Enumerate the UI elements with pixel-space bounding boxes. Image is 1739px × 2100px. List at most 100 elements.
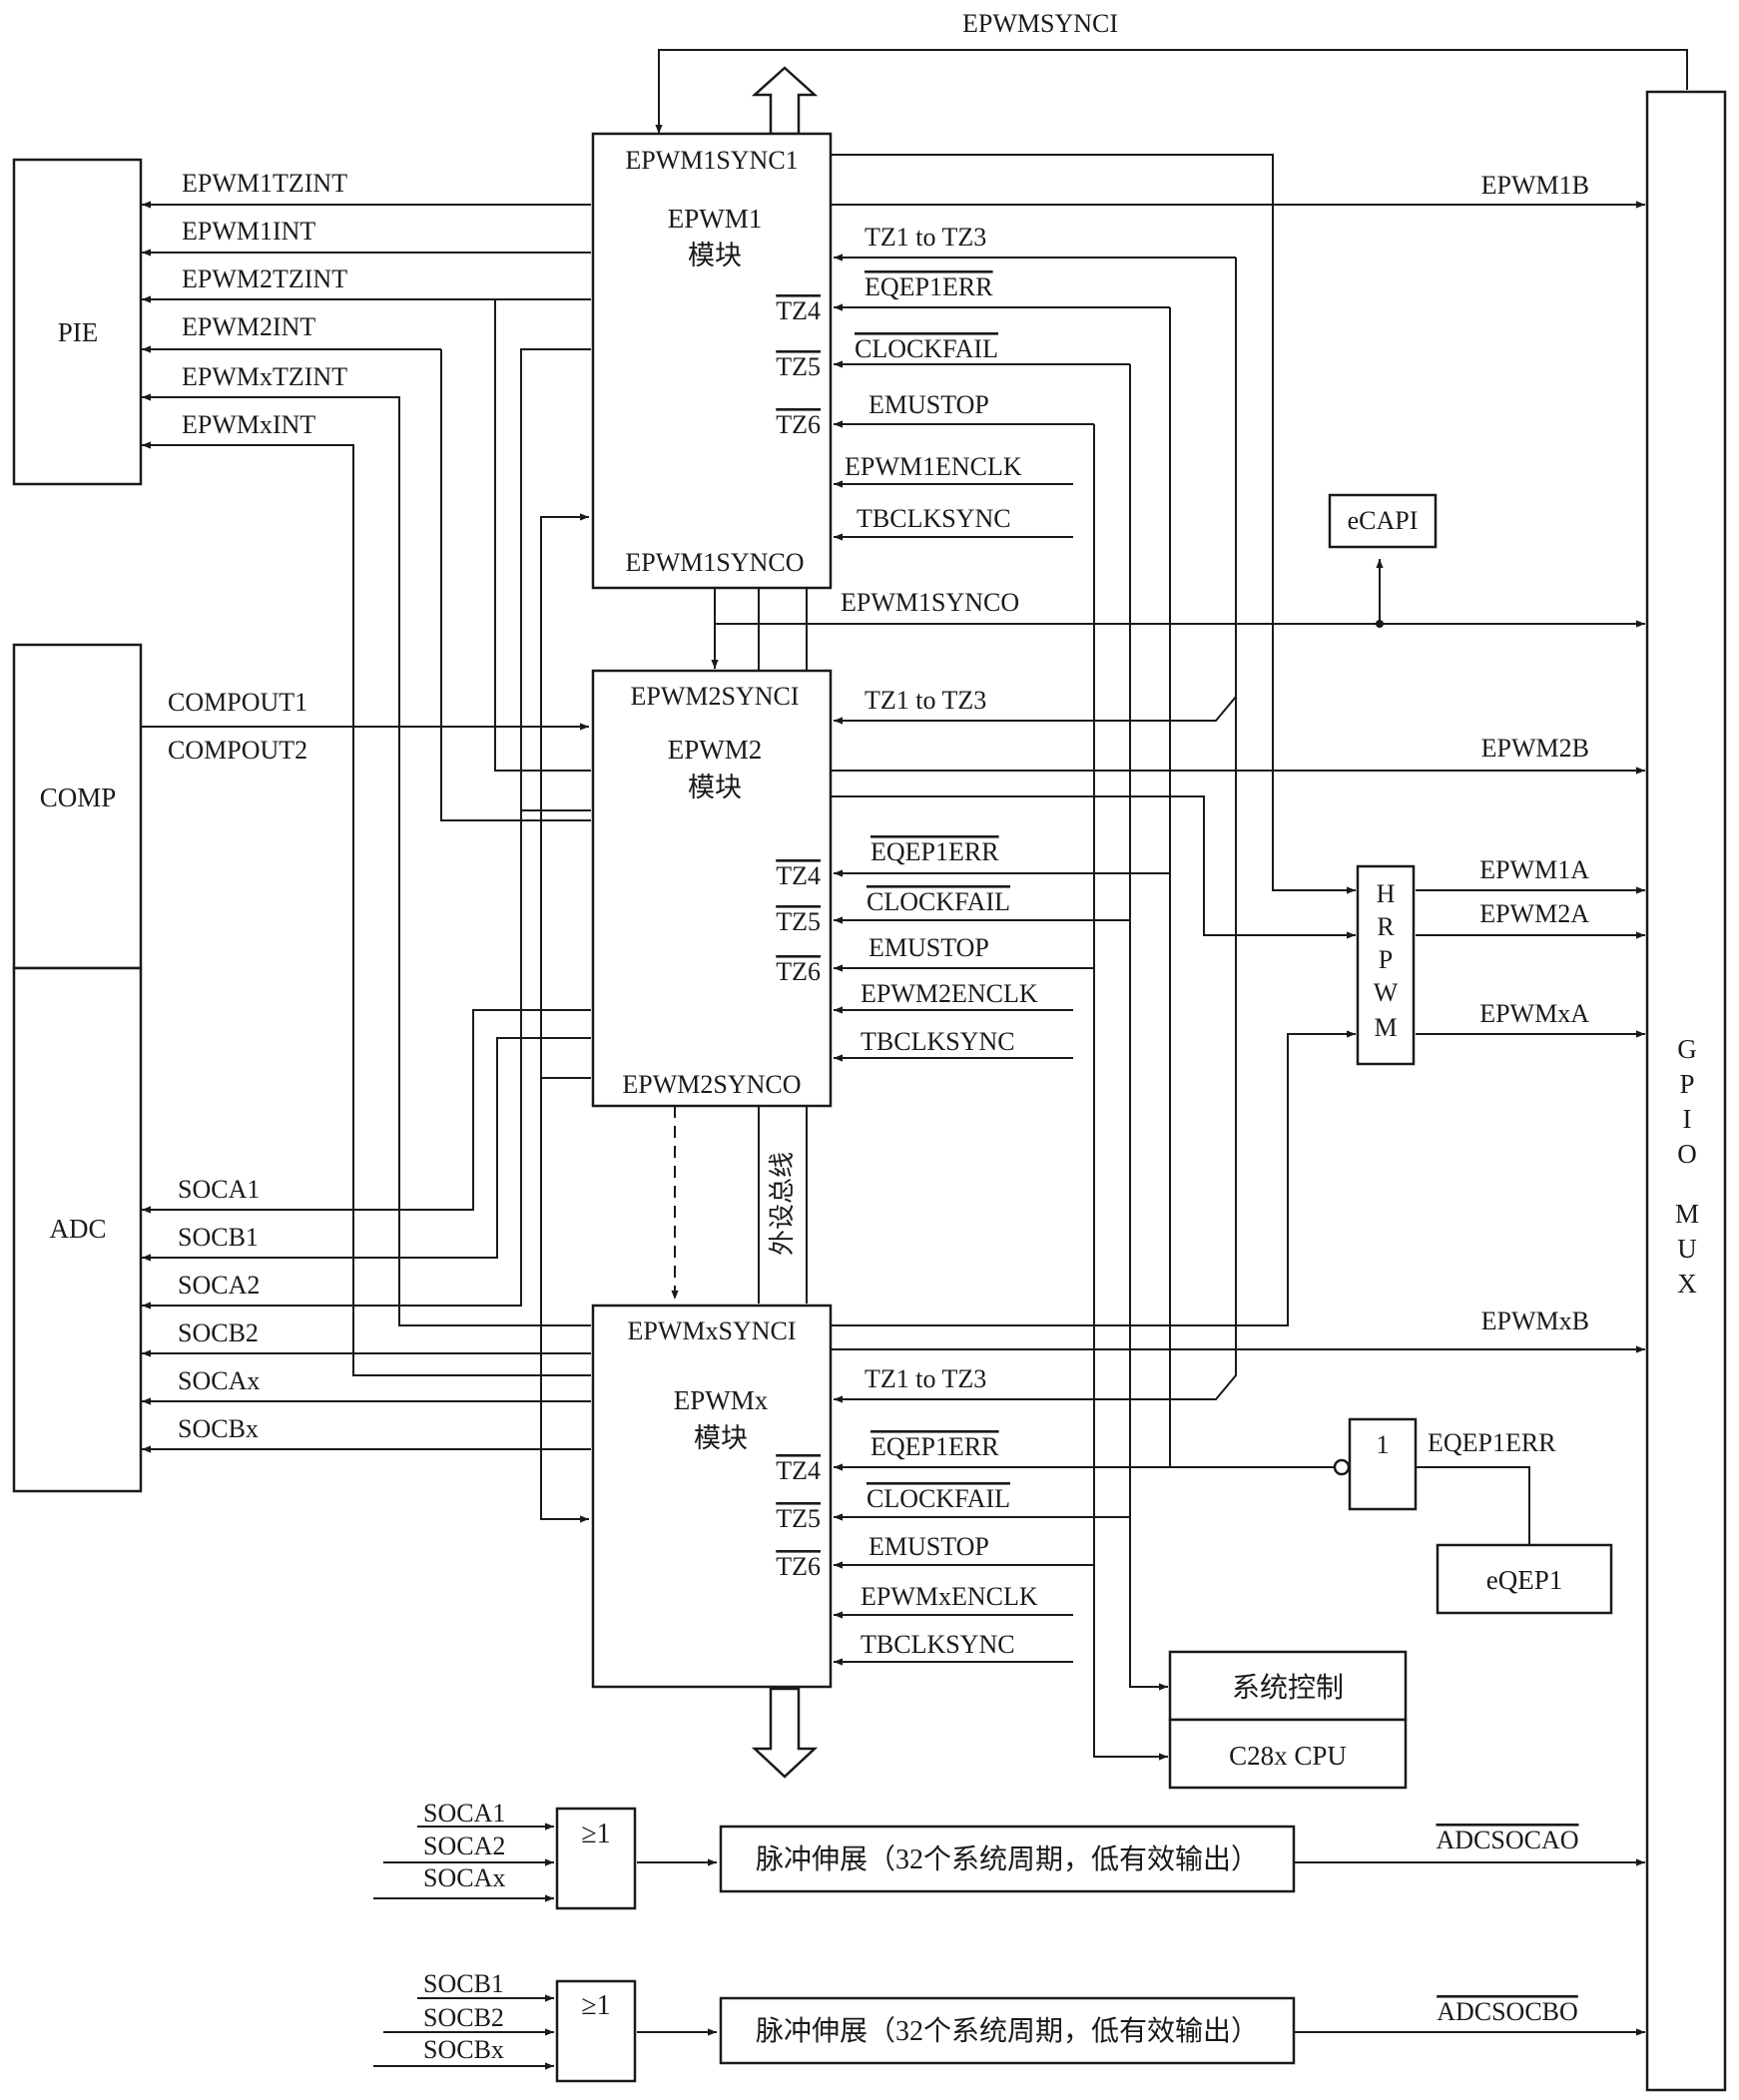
- epwm1-tbclk-in: TBCLKSYNC: [857, 504, 1011, 533]
- top-sync-label: EPWMSYNCI: [962, 9, 1118, 38]
- gpio-mux-block: [1645, 90, 1727, 2092]
- epwm2-emu-in: EMUSTOP: [869, 933, 989, 962]
- gpio-letter-m: M: [1675, 1199, 1699, 1229]
- epwm1-eqep-in: EQEP1ERR: [865, 272, 993, 301]
- epwm2-sub: 模块: [688, 773, 742, 802]
- epwmx-tz-in: TZ1 to TZ3: [865, 1364, 986, 1393]
- pulse-stretch-a: [719, 1825, 1296, 1893]
- or-gate-b-label: ≥1: [581, 1990, 610, 2021]
- or-b-input-label: SOCB1: [423, 1969, 504, 1998]
- epwm2-clock-in: CLOCKFAIL: [867, 887, 1010, 916]
- epwm2-synco-label: EPWM2SYNCO: [622, 1070, 801, 1099]
- gpio-letter-p: P: [1679, 1069, 1694, 1099]
- pie-input-label: EPWM1TZINT: [182, 169, 347, 198]
- hrpwm-letter-r: R: [1377, 912, 1395, 941]
- epwm1-tz4: TZ4: [776, 296, 821, 325]
- adc-input-label: SOCA2: [178, 1271, 260, 1300]
- ecap-block: [1328, 493, 1438, 549]
- adc-input-label: SOCBx: [178, 1414, 259, 1443]
- adc-input-label: SOCAx: [178, 1366, 260, 1395]
- pie-input-label: EPWM1INT: [182, 217, 315, 246]
- adc-input-label: SOCA1: [178, 1175, 260, 1204]
- epwm1-tz5: TZ5: [776, 352, 821, 381]
- adc-input-label: SOCB1: [178, 1223, 259, 1252]
- epwm2-tbclk-in: TBCLKSYNC: [861, 1027, 1015, 1056]
- adc-label: ADC: [49, 1214, 106, 1244]
- gpio-letter-o: O: [1677, 1139, 1697, 1169]
- pie-input-label: EPWM2TZINT: [182, 264, 347, 293]
- epwm2-tz-in: TZ1 to TZ3: [865, 686, 986, 715]
- epwmx-module: [591, 1304, 833, 1689]
- epwm2-eqep-in: EQEP1ERR: [870, 837, 999, 866]
- epwm1-synco-out: EPWM1SYNCO: [841, 588, 1019, 617]
- epwm1-synco-label: EPWM1SYNCO: [625, 548, 804, 577]
- peripheral-bus-label: 外设总线: [768, 1152, 797, 1256]
- epwmx-eqep-in: EQEP1ERR: [870, 1432, 999, 1461]
- cpu-label: C28x CPU: [1229, 1741, 1347, 1771]
- gpio-input-label: EPWM2B: [1481, 734, 1589, 763]
- gpio-input-label: EPWM1B: [1481, 171, 1589, 200]
- signal-labels: EPWMSYNCI EPWM1TZINT EPWM1INT EPWM2TZINT…: [168, 9, 1589, 2064]
- epwm1-name: EPWM1: [668, 204, 763, 234]
- gpio-letter-i: I: [1683, 1104, 1692, 1134]
- or-a-input-label: SOCA1: [423, 1799, 505, 1828]
- gpio-input-label: EPWMxA: [1479, 999, 1589, 1028]
- epwmx-tz5: TZ5: [776, 1504, 821, 1533]
- or-gate-a: [555, 1807, 637, 1910]
- epwm1-clock-in: CLOCKFAIL: [855, 334, 998, 363]
- cpu-block: [1168, 1718, 1408, 1790]
- gpio-input-label: EPWM2A: [1479, 899, 1589, 928]
- hrpwm-block: [1356, 864, 1416, 1066]
- epwm2-tz4: TZ4: [776, 861, 821, 890]
- epwmx-emu-in: EMUSTOP: [869, 1532, 989, 1561]
- not-gate: [1348, 1417, 1418, 1511]
- or-a-input-label: SOCAx: [423, 1863, 505, 1892]
- not-gate-label: 1: [1377, 1430, 1390, 1459]
- epwmx-tz4: TZ4: [776, 1456, 821, 1485]
- hrpwm-letter-m: M: [1374, 1013, 1397, 1042]
- hrpwm-letter-w: W: [1374, 978, 1399, 1007]
- comp-output-label: COMPOUT2: [168, 736, 307, 765]
- eqep1-label: eQEP1: [1486, 1565, 1563, 1595]
- epwmx-enclk-in: EPWMxENCLK: [861, 1582, 1038, 1611]
- pulse-stretch-b-label: 脉冲伸展（32个系统周期，低有效输出）: [756, 2015, 1259, 2047]
- adcsoc-a-label: ADCSOCAO: [1436, 1826, 1578, 1854]
- pie-block: [12, 158, 143, 486]
- epwm1-tz6: TZ6: [776, 410, 821, 439]
- eqep-output-label: EQEP1ERR: [1428, 1428, 1556, 1457]
- epwm1-module: [591, 132, 833, 590]
- pie-label: PIE: [58, 317, 99, 347]
- gpio-letter-g: G: [1677, 1034, 1697, 1064]
- hrpwm-letter-h: H: [1377, 879, 1396, 908]
- epwm1-emu-in: EMUSTOP: [869, 390, 989, 419]
- eqep1-block: [1436, 1543, 1613, 1615]
- adc-input-label: SOCB2: [178, 1318, 259, 1347]
- epwm2-tz5: TZ5: [776, 907, 821, 936]
- epwm1-synci-label: EPWM1SYNC1: [625, 146, 798, 175]
- or-b-input-label: SOCBx: [423, 2035, 504, 2064]
- pie-input-label: EPWM2INT: [182, 312, 315, 341]
- gpio-letter-x: X: [1677, 1269, 1697, 1299]
- or-gate-b: [555, 1979, 637, 2083]
- epwmx-tbclk-in: TBCLKSYNC: [861, 1630, 1015, 1659]
- system-control-label: 系统控制: [1232, 1672, 1344, 1704]
- gpio-letter-u: U: [1677, 1234, 1697, 1264]
- gpio-input-label: EPWM1A: [1479, 855, 1589, 884]
- epwm2-synci-label: EPWM2SYNCI: [630, 682, 799, 711]
- epwm1-tz-in: TZ1 to TZ3: [865, 223, 986, 252]
- gpio-input-label: EPWMxB: [1481, 1307, 1589, 1335]
- adcsoc-b-label: ADCSOCBO: [1437, 1997, 1578, 2026]
- adc-block: [12, 966, 143, 1493]
- ecap-label: eCAPI: [1348, 506, 1419, 535]
- epwmx-clock-in: CLOCKFAIL: [867, 1484, 1010, 1513]
- epwm1-sub: 模块: [688, 241, 742, 270]
- hrpwm-letter-p: P: [1379, 945, 1393, 974]
- epwmx-tz6: TZ6: [776, 1552, 821, 1581]
- pulse-stretch-a-label: 脉冲伸展（32个系统周期，低有效输出）: [756, 1843, 1259, 1875]
- not-gate-bubble: [1333, 1458, 1351, 1476]
- epwm2-module: [591, 669, 833, 1108]
- comp-output-label: COMPOUT1: [168, 688, 307, 717]
- epwm2-tz6: TZ6: [776, 957, 821, 986]
- epwm2-enclk-in: EPWM2ENCLK: [861, 979, 1038, 1008]
